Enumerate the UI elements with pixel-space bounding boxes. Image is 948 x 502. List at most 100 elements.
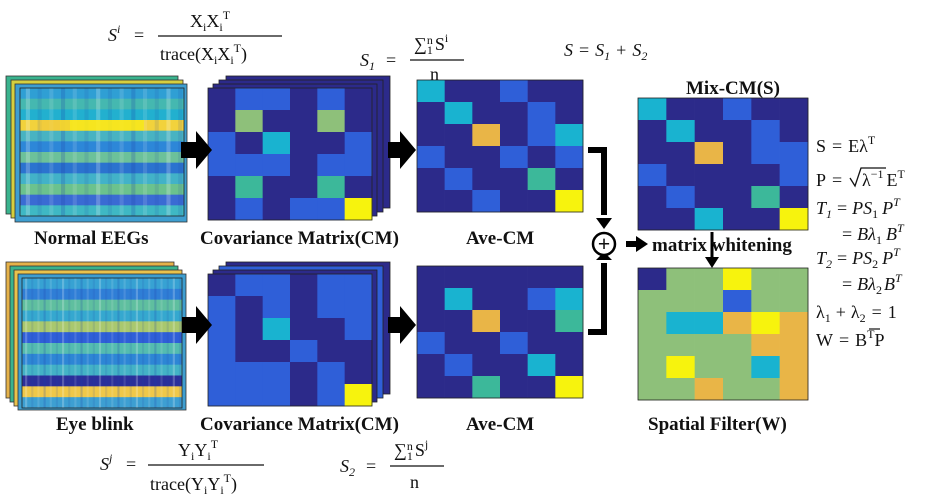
matrix-cell xyxy=(208,198,236,221)
matrix-cell xyxy=(444,332,473,355)
matrix-cell xyxy=(527,146,556,169)
eq-p: P= xyxy=(816,170,842,190)
matrix-cell xyxy=(751,378,780,401)
svg-text:=: = xyxy=(386,50,396,70)
matrix-cell xyxy=(235,176,263,199)
matrix-cell xyxy=(444,376,473,399)
signal-band xyxy=(22,332,182,344)
signal-band xyxy=(20,88,184,100)
svg-text:=: = xyxy=(126,454,136,474)
matrix-cell xyxy=(638,290,667,313)
matrix-cell xyxy=(208,296,236,319)
matrix-cell xyxy=(235,318,263,341)
matrix-cell xyxy=(555,310,584,333)
matrix-cell xyxy=(472,266,501,289)
signal-band xyxy=(22,288,182,301)
matrix-cell xyxy=(344,274,373,297)
matrix-cell xyxy=(694,312,724,335)
matrix-cell xyxy=(723,98,752,121)
matrix-cell xyxy=(262,132,291,155)
matrix-cell xyxy=(666,186,695,209)
matrix-cell xyxy=(779,120,809,143)
covariance-matrix-bottom xyxy=(207,273,373,407)
matrix-cell xyxy=(262,154,291,177)
matrix-cell xyxy=(344,318,373,341)
matrix-cell xyxy=(555,288,584,311)
svg-text:S=S1+S2: S=S1+S2 xyxy=(564,40,647,63)
matrix-cell xyxy=(444,354,473,377)
matrix-cell xyxy=(527,80,556,103)
matrix-cell xyxy=(235,362,263,385)
arrow-down-icon xyxy=(705,257,719,268)
matrix-cell xyxy=(751,268,780,291)
svg-text:n: n xyxy=(410,472,419,492)
matrix-cell xyxy=(208,318,236,341)
connector-lines xyxy=(588,147,714,335)
matrix-cell xyxy=(638,98,667,121)
matrix-cell xyxy=(500,146,528,169)
signal-band xyxy=(22,299,182,311)
matrix-cell xyxy=(235,132,263,155)
matrix-cell xyxy=(290,362,318,385)
matrix-cell xyxy=(555,266,584,289)
matrix-cell xyxy=(694,164,724,187)
arrow-right-icon xyxy=(388,306,416,344)
matrix-cell xyxy=(500,190,528,213)
signal-band xyxy=(22,375,182,387)
matrix-cell xyxy=(444,146,473,169)
matrix-cell xyxy=(444,80,473,103)
matrix-cell xyxy=(235,88,263,111)
matrix-cell xyxy=(344,176,373,199)
matrix-cell xyxy=(694,98,724,121)
matrix-cell xyxy=(779,334,809,357)
svg-text:S1: S1 xyxy=(360,50,375,73)
matrix-cell xyxy=(779,186,809,209)
matrix-cell xyxy=(751,142,780,165)
matrix-cell xyxy=(500,354,528,377)
matrix-cell xyxy=(779,356,809,379)
matrix-cell xyxy=(208,132,236,155)
matrix-cell xyxy=(527,332,556,355)
signal-band xyxy=(20,130,184,142)
matrix-cell xyxy=(555,376,584,399)
matrix-cell xyxy=(235,198,263,221)
matrix-cell xyxy=(666,334,695,357)
matrix-cell xyxy=(666,142,695,165)
covariance-matrix-top xyxy=(207,87,373,221)
matrix-cell xyxy=(779,142,809,165)
eq-eig: S=EλT xyxy=(816,133,876,156)
matrix-cell xyxy=(317,110,345,133)
svg-text:trace(XiXiT): trace(XiXiT) xyxy=(160,41,247,67)
arrow-right-icon xyxy=(636,236,648,252)
normal-eeg-signal xyxy=(19,87,185,217)
matrix-cell xyxy=(417,168,445,191)
matrix-cell xyxy=(472,146,501,169)
label-spatial-filter: Spatial Filter(W) xyxy=(648,414,787,435)
matrix-cell xyxy=(444,124,473,147)
matrix-cell xyxy=(527,288,556,311)
matrix-cell xyxy=(638,120,667,143)
matrix-cell xyxy=(208,176,236,199)
matrix-cell xyxy=(751,186,780,209)
matrix-cell xyxy=(527,124,556,147)
signal-band xyxy=(20,205,184,217)
matrix-cell xyxy=(779,290,809,313)
matrix-cell xyxy=(417,80,445,103)
matrix-cell xyxy=(527,376,556,399)
matrix-cell xyxy=(235,110,263,133)
matrix-cell xyxy=(262,274,291,297)
ave-cm-top xyxy=(416,79,584,213)
matrix-cell xyxy=(235,296,263,319)
formula-sj: Sj = YiYiT trace(YiYiT) xyxy=(100,437,264,497)
matrix-cell xyxy=(638,378,667,401)
matrix-cell xyxy=(417,376,445,399)
matrix-cell xyxy=(779,268,809,291)
label-ave-cm-bottom: Ave-CM xyxy=(466,414,534,435)
matrix-cell xyxy=(638,268,667,291)
matrix-cell xyxy=(444,190,473,213)
eq-w: W=BTP xyxy=(816,327,885,350)
matrix-cell xyxy=(723,356,752,379)
